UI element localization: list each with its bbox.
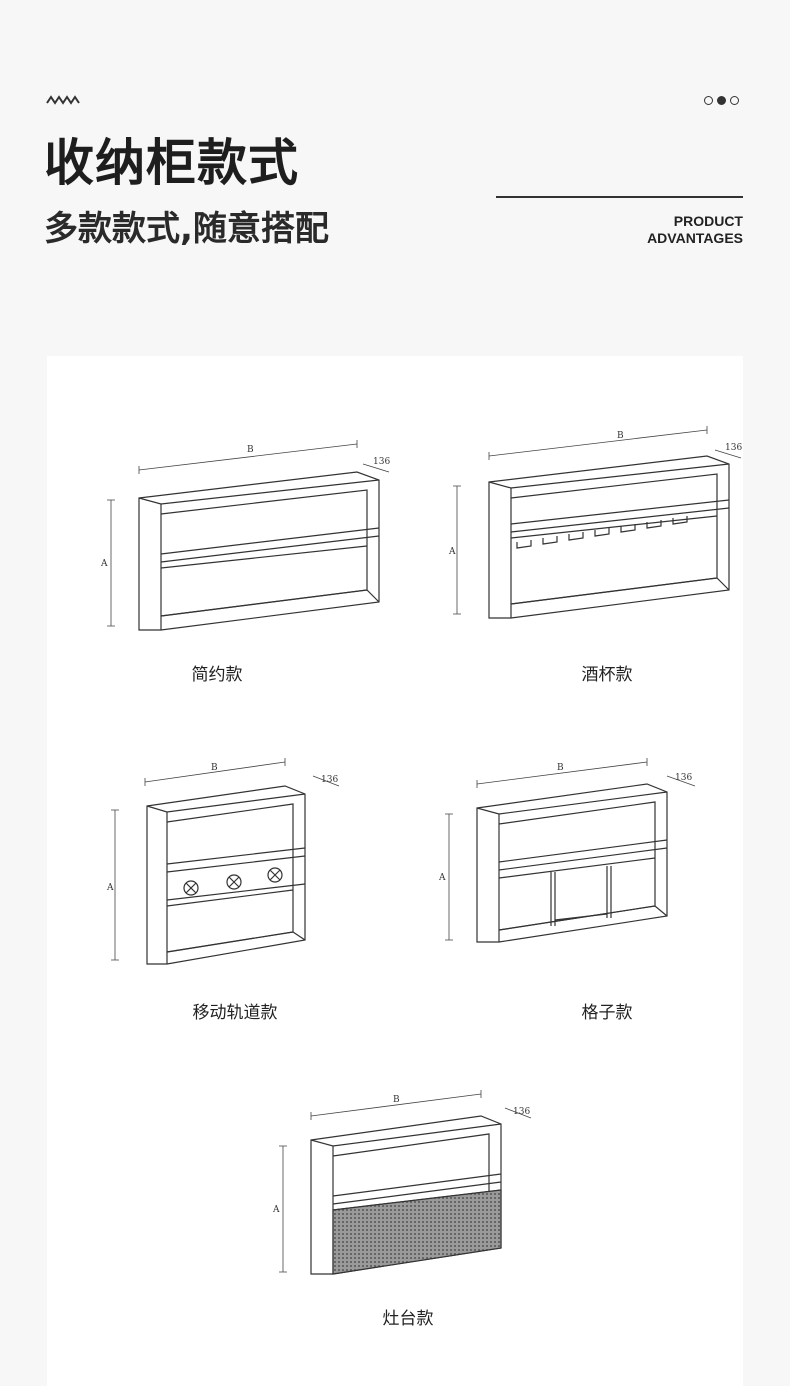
dimension-a: A: [438, 873, 446, 883]
dimension-b: B: [211, 763, 218, 773]
styles-card: B A 136 简约款 B A 136: [47, 356, 743, 1386]
pagination-dots: [704, 96, 739, 105]
dimension-a: A: [106, 883, 114, 893]
grid-cabinet-drawing: B A 136: [438, 758, 696, 943]
dimension-b: B: [393, 1095, 400, 1105]
dimension-depth: 136: [675, 773, 692, 783]
dimension-depth: 136: [513, 1107, 530, 1117]
dimension-b: B: [557, 763, 564, 773]
zigzag-icon: [46, 95, 80, 105]
dimension-b: B: [247, 445, 254, 455]
pagination-dot[interactable]: [704, 96, 713, 105]
dimension-a: A: [272, 1205, 280, 1215]
page-subtitle: 多款款式,随意搭配: [44, 209, 329, 249]
english-title-line-1: PRODUCT: [673, 213, 743, 229]
english-title-line-2: ADVANTAGES: [647, 230, 743, 246]
dimension-a: A: [448, 547, 456, 557]
section-english-title: PRODUCT ADVANTAGES: [647, 213, 743, 247]
divider-line: [496, 196, 743, 198]
dimension-a: A: [100, 559, 108, 569]
style-label-grid: 格子款: [581, 1003, 633, 1023]
moving-rail-cabinet-drawing: B A 136: [106, 758, 340, 965]
stove-cabinet-drawing: B A 136: [272, 1090, 532, 1275]
dimension-depth: 136: [725, 443, 742, 453]
style-label-wineglass: 酒杯款: [581, 665, 633, 685]
wineglass-cabinet-drawing: B A 136: [448, 426, 742, 619]
pagination-dot-active[interactable]: [717, 96, 726, 105]
dimension-b: B: [617, 431, 624, 441]
dimension-depth: 136: [373, 457, 390, 467]
pagination-dot[interactable]: [730, 96, 739, 105]
style-label-stove: 灶台款: [382, 1309, 434, 1329]
dimension-depth: 136: [321, 775, 338, 785]
style-label-simple: 简约款: [191, 665, 243, 685]
simple-cabinet-drawing: B A 136: [100, 440, 390, 631]
page-title: 收纳柜款式: [44, 134, 299, 192]
style-label-moving-rail: 移动轨道款: [192, 1003, 278, 1023]
